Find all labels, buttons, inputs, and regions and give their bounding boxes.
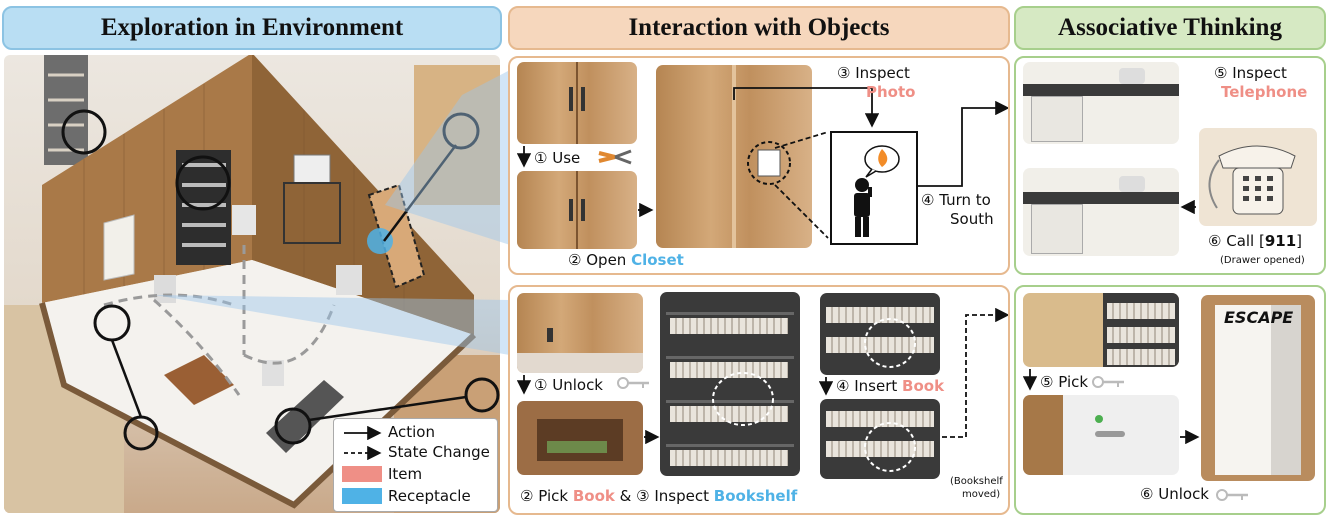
- escape-door-sign: ESCAPE: [1224, 308, 1294, 327]
- photo-callout: [747, 141, 791, 185]
- escape-step6-label: ⑥ Unlock: [1140, 485, 1209, 503]
- bookshelf-note-line1: (Bookshelf: [950, 476, 1003, 487]
- escape-arrows: [1022, 369, 1200, 445]
- escape-door-image: [1201, 295, 1315, 481]
- door-lock-image: [1023, 395, 1179, 475]
- escape-step5-label: ⑤ Pick: [1040, 373, 1089, 391]
- person-icon: [854, 145, 900, 237]
- photo-zoom-image: [830, 131, 918, 245]
- legend-receptacle: Receptacle: [388, 487, 471, 505]
- key-icon: [1092, 376, 1124, 388]
- panel-bookshelf: ① Unlock ② Pick Book & ③ Inspect Bookshe…: [508, 285, 1010, 515]
- telephone-step6-label: ⑥ Call [911]: [1208, 232, 1303, 250]
- bookshelf-note-line2: moved): [962, 489, 1001, 500]
- closet-step4-label: ④ Turn to: [921, 191, 991, 209]
- bookshelf-image: [660, 292, 800, 476]
- fire-icon: [878, 149, 888, 167]
- header-associative: Associative Thinking: [1014, 6, 1326, 50]
- safe-open-image: [517, 401, 643, 475]
- key-icon: [1216, 489, 1248, 501]
- header-interaction: Interaction with Objects: [508, 6, 1010, 50]
- safe-closed-image: [517, 293, 643, 373]
- legend-arrows: [344, 425, 382, 461]
- telephone-arrows: [1180, 199, 1196, 215]
- legend-receptacle-swatch: [342, 488, 382, 504]
- closet-step4-line2: South: [950, 210, 994, 228]
- closet-step3-label: ③ Inspect: [837, 64, 910, 82]
- desk-image: [1023, 62, 1179, 144]
- legend-action: Action: [388, 423, 435, 441]
- telephone-step6-note: (Drawer opened): [1220, 255, 1305, 266]
- bookshelf-step1-label: ① Unlock: [534, 376, 603, 394]
- legend-item: Item: [388, 465, 423, 483]
- telephone-step5-object: Telephone: [1221, 83, 1308, 101]
- cabinet-key-image: [1023, 293, 1179, 367]
- closet-unlocked-image: [517, 171, 637, 249]
- legend-box: Action State Change Item Receptacle: [333, 418, 498, 512]
- header-exploration: Exploration in Environment: [2, 6, 502, 50]
- closet-step1-label: ① Use: [534, 149, 581, 167]
- legend-state-change: State Change: [388, 443, 490, 461]
- bookshelf-arrows: [516, 307, 1008, 472]
- legend-item-swatch: [342, 466, 382, 482]
- bookshelf-step4-label: ④ Insert Book: [836, 377, 945, 395]
- panel-closet: ① Use ② Open Closet ③ Inspect Photo ④ Tu…: [508, 56, 1010, 275]
- desk-drawer-image: [1023, 168, 1179, 256]
- closet-step2-label: ② Open Closet: [568, 251, 684, 269]
- telephone-icon: [1208, 145, 1296, 215]
- closet-closed-image: [517, 62, 637, 144]
- key-icon: [617, 377, 649, 389]
- pliers-icon: [598, 149, 632, 165]
- closet-step3-object: Photo: [866, 83, 916, 101]
- bookshelf-step2-3-label: ② Pick Book & ③ Inspect Bookshelf: [520, 487, 798, 505]
- panel-telephone: ⑤ Inspect Telephone ⑥ Call [911] (Drawer…: [1014, 56, 1326, 275]
- telephone-zoom-image: [1199, 128, 1317, 226]
- closet-arrows: [516, 87, 1008, 239]
- panel-escape: ESCAPE ⑤ Pick ⑥ Unlock: [1014, 285, 1326, 515]
- shelf-gap-image: [820, 293, 940, 375]
- telephone-step5-label: ⑤ Inspect: [1214, 64, 1287, 82]
- shelf-inserted-image: [820, 399, 940, 479]
